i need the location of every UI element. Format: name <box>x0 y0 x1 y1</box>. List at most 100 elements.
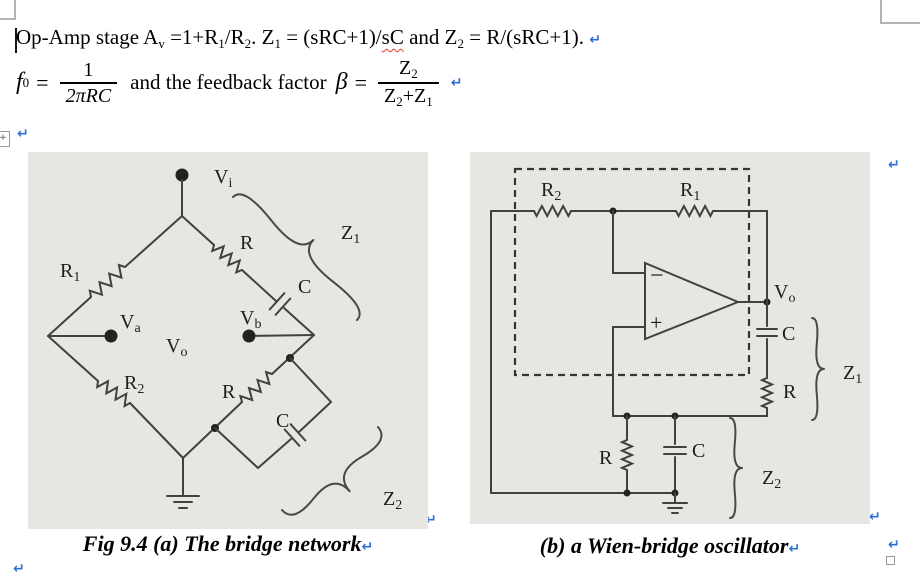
f0-symbol: f <box>16 69 23 96</box>
z2-label: Z2 <box>383 488 402 513</box>
margin-corner-mark-top-left <box>0 0 16 20</box>
plus-sign: + <box>402 84 415 107</box>
paragraph-mark: ↵ <box>888 157 900 173</box>
outline-expand-box[interactable]: + <box>0 131 10 147</box>
figure-b-caption[interactable]: (b) a Wien-bridge oscillator↵ <box>470 533 870 559</box>
paragraph-mark: ↵ <box>361 539 374 555</box>
va-node <box>47 329 118 343</box>
misspelled-word-sC: sC <box>381 25 404 49</box>
ground-symbol <box>662 492 688 514</box>
r-series-label: R <box>783 381 797 403</box>
paragraph-mark: ↵ <box>589 32 601 48</box>
r2-label: R2 <box>124 372 144 397</box>
feedback-node-wire <box>612 412 768 420</box>
r2-label: R2 <box>541 179 561 204</box>
line1-text: = (sRC+1)/ <box>280 25 382 49</box>
capacitor-c-parallel <box>623 415 687 497</box>
z1-label: Z1 <box>843 362 862 387</box>
top-feedback-wire <box>490 203 768 219</box>
subscript-2: 2 <box>244 36 252 51</box>
paragraph-mark: ↵ <box>869 509 881 525</box>
figure-a-caption-text: Fig 9.4 (a) The bridge network <box>82 531 362 556</box>
paragraph-mark: ↵ <box>788 541 801 557</box>
margin-corner-mark-top-right <box>880 0 920 24</box>
vo-label: Vo <box>774 281 795 306</box>
c-series-label: C <box>782 323 795 345</box>
r1-label: R1 <box>60 260 80 285</box>
resistor-r-series <box>759 377 775 417</box>
vb-node <box>242 329 315 343</box>
z1-label: Z1 <box>341 222 360 247</box>
wien-bridge-svg: − + <box>490 167 862 519</box>
resistor-r-parallel <box>619 415 635 494</box>
figure-a-caption[interactable]: Fig 9.4 (a) The bridge network↵ <box>28 531 428 557</box>
fraction-denominator: 2πRC <box>59 81 118 108</box>
fraction-1-over-2piRC: 1 2πRC <box>59 58 118 108</box>
resistor-r-top <box>181 215 277 302</box>
capacitor-c-series <box>756 328 778 379</box>
fraction-denominator: Z2+Z1 <box>378 81 439 110</box>
z-subscript: 2 <box>411 66 418 81</box>
c-bottom-label: C <box>276 410 289 432</box>
paragraph-mark: ↵ <box>425 512 437 528</box>
vb-label: Vb <box>240 307 261 332</box>
noninverting-input-sign: + <box>650 310 662 335</box>
vi-terminal <box>175 168 189 217</box>
z2-label: Z2 <box>762 467 781 492</box>
paragraph-mark: ↵ <box>17 126 29 142</box>
c-parallel-label: C <box>692 440 705 462</box>
r-bottom-label: R <box>222 381 236 403</box>
bridge-network-svg: Vi R1 R C Va Vo Vb R2 R C Z1 Z2 <box>47 166 402 516</box>
paragraph-mark: ↵ <box>450 74 463 91</box>
feedback-factor-text: and the feedback factor <box>130 70 327 95</box>
line1-text: and Z <box>403 25 458 49</box>
c-top-label: C <box>298 276 311 298</box>
r-top-label: R <box>240 232 254 254</box>
beta-symbol: β <box>335 69 348 96</box>
line1-text: . Z <box>251 25 275 49</box>
equals-sign: = <box>36 69 49 95</box>
line1-text: = R/(sRC+1). <box>464 25 584 49</box>
op-amp: − + <box>612 210 741 417</box>
text-cursor-caret <box>15 28 17 53</box>
z-symbol: Z <box>399 57 412 79</box>
paragraph-opamp-stage[interactable]: Op-Amp stage Av =1+R1/R2. Z1 = (sRC+1)/s… <box>16 25 601 52</box>
z1-brace <box>811 317 825 421</box>
figure-b-caption-text: (b) a Wien-bridge oscillator <box>539 533 789 558</box>
z2-brace <box>729 417 743 519</box>
fraction-numerator: 1 <box>83 58 94 81</box>
vi-label: Vi <box>214 166 232 191</box>
subscript-v: v <box>158 36 165 51</box>
ground-symbol <box>166 457 200 509</box>
va-label: Va <box>120 311 141 336</box>
fraction-numerator: Z2 <box>395 56 422 82</box>
line1-text: /R <box>224 25 245 49</box>
capacitor-c-top <box>268 292 315 336</box>
subscript-2: 2 <box>457 36 465 51</box>
line1-text: Op-Amp stage A <box>16 25 159 49</box>
capacitor-c-bottom <box>214 357 332 469</box>
paragraph-mark: ↵ <box>13 561 25 577</box>
subscript-1: 1 <box>274 36 281 51</box>
z-subscript: 1 <box>426 93 433 109</box>
r1-label: R1 <box>680 179 700 204</box>
subscript-1: 1 <box>218 36 225 51</box>
inverting-input-sign: − <box>650 263 664 289</box>
paragraph-mark: ↵ <box>888 537 900 553</box>
anchor-square-mark <box>886 556 895 565</box>
output-branch <box>737 210 771 327</box>
z-subscript: 2 <box>396 93 403 109</box>
z-symbol: Z <box>414 84 427 107</box>
wien-bridge-oscillator-figure[interactable]: − + <box>470 152 870 524</box>
equals-sign: = <box>354 69 368 95</box>
line1-text: =1+R <box>164 25 219 49</box>
z1-brace <box>232 193 361 321</box>
bridge-network-figure[interactable]: Vi R1 R C Va Vo Vb R2 R C Z1 Z2 <box>28 152 428 529</box>
fraction-z2-over-z2-plus-z1: Z2 Z2+Z1 <box>378 56 439 109</box>
resistor-r1 <box>47 215 183 337</box>
r-parallel-label: R <box>599 447 613 469</box>
z2-brace <box>281 426 383 516</box>
resistor-r2 <box>47 335 184 459</box>
